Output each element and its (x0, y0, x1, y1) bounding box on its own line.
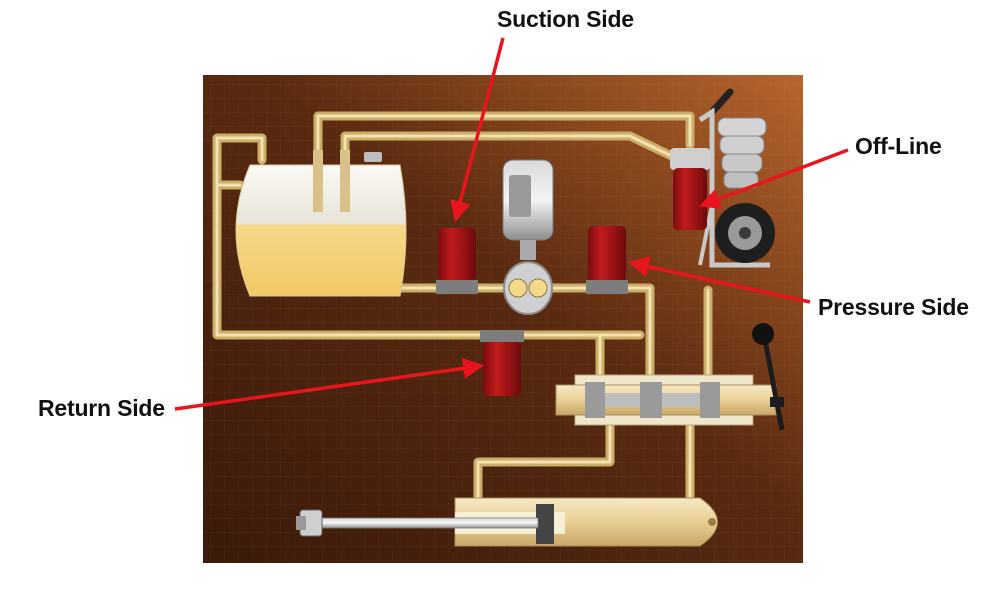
electric-motor-icon (502, 159, 554, 260)
pressure-filter-icon (586, 226, 628, 294)
return-side-label: Return Side (38, 395, 165, 421)
control-lever-icon (752, 323, 785, 431)
suction-side-label: Suction Side (497, 6, 634, 32)
directional-valve-icon (555, 374, 777, 426)
pressure-side-label: Pressure Side (818, 294, 969, 320)
return-filter-icon (480, 330, 524, 396)
gear-pump-icon (503, 261, 553, 315)
offline-arrow (699, 148, 849, 209)
callout-arrows (174, 37, 849, 411)
suction-filter-icon (436, 228, 478, 294)
filter-cart-icon (670, 88, 775, 268)
return-arrow (174, 357, 485, 411)
reservoir-tank-icon (235, 150, 407, 297)
pressure-arrow (627, 256, 811, 304)
suction-arrow (450, 37, 505, 223)
hydraulic-cylinder-icon (296, 497, 718, 547)
off-line-label: Off-Line (855, 133, 942, 159)
